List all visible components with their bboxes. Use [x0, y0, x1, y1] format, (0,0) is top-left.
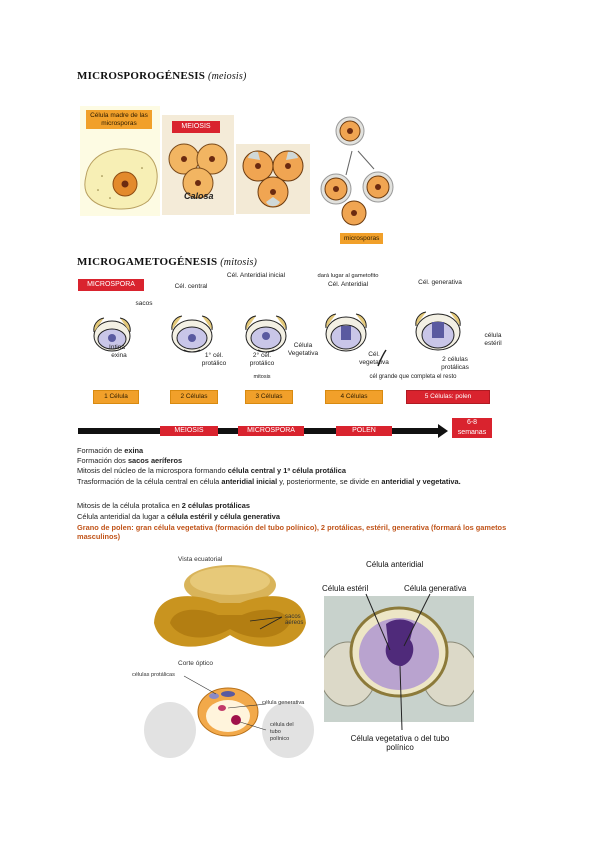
label-sacos: sacos [130, 300, 158, 308]
celula-generativa-label: célula generativa [262, 700, 304, 706]
label-cel-central: Cél. central [166, 283, 216, 291]
timeline-meiosis: MEIOSIS [160, 426, 218, 436]
label-intina: Intina [102, 344, 132, 352]
section-title-microgametogenesis: MICROGAMETOGÉNESIS (mitosis) [77, 256, 257, 268]
pollen-stage-3 [246, 316, 286, 352]
text-line-2: Formación dos sacos aeríferos [77, 456, 532, 465]
label-cel-vegetativa: Cél. vegetativa [356, 351, 392, 366]
label-segunda-protalica: 2° cél. protálico [244, 352, 280, 367]
pollen-stage-5 [416, 312, 460, 350]
text-line-7: Grano de polen: gran célula vegetativa (… [77, 523, 532, 542]
microspores-panel: microsporas [316, 103, 396, 248]
label-primera-protalica: 1° cél. protálico [196, 352, 232, 367]
tetrad-walls-panel [236, 144, 310, 214]
text-line-3: Mitosis del núcleo de la microspora form… [77, 466, 532, 475]
label-celula-vegetativa: Célula Vegetativa [286, 342, 320, 357]
sacos-aereos-label: sacos aéreos [285, 614, 309, 626]
tetrad-walls-illustration [236, 144, 310, 214]
microspora-tag: MICROSPORA [78, 279, 144, 291]
text-line-4: Trasformación de la célula central en cé… [77, 477, 532, 486]
celulas-protalicas-label: células protálicas [132, 672, 175, 678]
label-mitosis: mitosis [248, 374, 276, 382]
vista-ecuatorial-label: Vista ecuatorial [178, 556, 222, 563]
label-celula-esteril: célula estéril [478, 332, 508, 347]
label-dos-celulas-protalicas: 2 células protálicas [432, 356, 478, 371]
vegetativa-label: Célula vegetativa o del tubo polínico [340, 734, 460, 752]
pollen-stage-4 [326, 314, 366, 351]
microspores-illustration [316, 103, 396, 248]
corte-optico-label: Corte óptico [178, 660, 213, 667]
timeline-microspora: MICROSPORA [238, 426, 304, 436]
micrograph-pointer-lines [320, 580, 490, 760]
stage-5-polen: 5 Células: polen [406, 390, 490, 404]
pollen-equatorial-view [150, 563, 310, 653]
mother-cell-illustration [80, 106, 160, 216]
timeline-arrowhead [438, 424, 448, 438]
section-title-microsporogenesis: MICROSPOROGÉNESIS (meiosis) [77, 70, 247, 82]
stage-3-celulas: 3 Células [245, 390, 293, 404]
timeline-polen: POLEN [336, 426, 392, 436]
text-line-6: Célula anteridial da lugar a célula esté… [77, 512, 532, 521]
celula-tubo-label: célula del tubo polínico [270, 722, 298, 743]
timeline-semanas: 6-8 semanas [452, 418, 492, 438]
text-line-5: Mitosis de la célula protalica en 2 célu… [77, 501, 532, 510]
stage-1-celula: 1 Célula [93, 390, 139, 404]
label-exina: exina [104, 352, 134, 360]
pollen-optical-section [144, 668, 314, 768]
label-dara-lugar: dará lugar al gametofito [306, 273, 390, 281]
label-cel-anteridial: Cél. Anteridial [318, 281, 378, 289]
anteridial-label: Célula anteridial [366, 560, 423, 569]
stage-2-celulas: 2 Células [170, 390, 218, 404]
microsporas-label: microsporas [340, 233, 383, 244]
mother-cell-panel: Célula madre de las microsporas [80, 106, 160, 216]
label-cel-generativa: Cél. generativa [410, 279, 470, 287]
label-cel-anteridial-inicial: Cél. Anteridial inicial [226, 272, 286, 280]
tetrad-panel: MEIOSIS Calosa [162, 115, 234, 215]
pollen-stage-2 [172, 316, 212, 352]
label-cel-grande: cél grande que completa el resto [348, 374, 478, 382]
calosa-label: Calosa [184, 191, 214, 201]
stage-4-celulas: 4 Células [325, 390, 383, 404]
text-line-1: Formación de exina [77, 446, 532, 455]
